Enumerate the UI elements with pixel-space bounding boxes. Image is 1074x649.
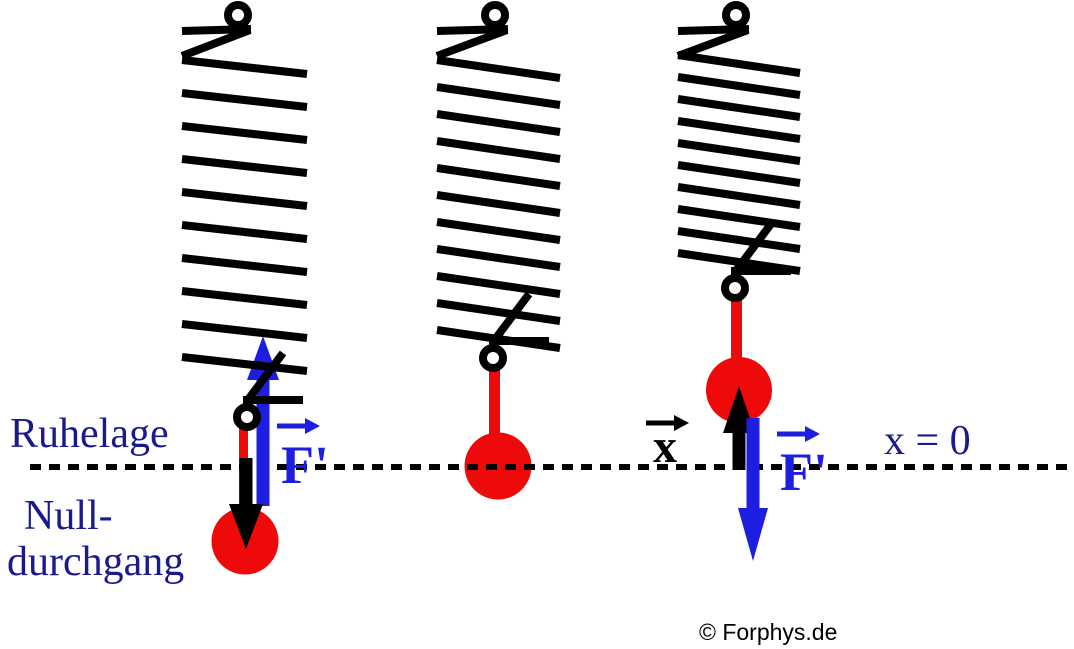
- middle-spring-coil: [436, 299, 561, 325]
- left-spring-coil: [181, 221, 308, 243]
- middle-spring-coil: [436, 272, 561, 298]
- left-spring-coil: [181, 320, 308, 342]
- middle-spring-coil: [436, 191, 561, 217]
- middle-spring-top-steep: [435, 26, 509, 60]
- left-spring-bottom-ring: [233, 403, 261, 431]
- right-spring-coil: [677, 95, 801, 121]
- right-force-down-arrow-head: [738, 508, 768, 561]
- left-spring-coil: [181, 188, 308, 210]
- x-vector-hat-head: [674, 415, 689, 431]
- middle-spring-top-ring: [481, 1, 509, 29]
- middle-mass-ball: [464, 432, 532, 500]
- label-f-prime-right: F': [780, 442, 828, 502]
- label-x-vector: x: [653, 420, 677, 473]
- left-spring-coil: [181, 89, 308, 111]
- left-spring-coil: [181, 122, 308, 144]
- middle-spring-coil: [436, 56, 561, 82]
- left-spring-coil: [181, 353, 308, 375]
- right-spring-top-ring: [722, 1, 750, 29]
- middle-spring-bottom-ring: [479, 344, 507, 372]
- right-spring-top-bar: [677, 25, 750, 35]
- right-spring-top-steep: [676, 26, 750, 60]
- force-arrows-layer: [229, 386, 820, 561]
- label-null-line1: Null-: [24, 493, 113, 539]
- left-spring: [180, 1, 308, 431]
- labels-layer: Ruhelage Null- durchgang F' F' x x = 0 ©…: [7, 411, 971, 645]
- left-spring-coil: [181, 155, 308, 177]
- label-null-line2: durchgang: [7, 539, 184, 585]
- left-spring-coil: [181, 254, 308, 276]
- left-spring-coil: [181, 287, 308, 309]
- copyright-text: © Forphys.de: [699, 619, 837, 645]
- left-spring-top-ring: [224, 1, 252, 29]
- middle-spring-coil: [436, 245, 561, 271]
- right-spring-coil: [677, 183, 801, 209]
- label-ruhelage: Ruhelage: [10, 411, 169, 457]
- label-x-equals-zero: x = 0: [884, 418, 971, 464]
- middle-spring-bottom-steep: [489, 291, 533, 345]
- middle-spring-top-bar: [436, 25, 509, 35]
- left-displacement-down-arrow-head: [229, 504, 263, 549]
- right-spring-coil: [677, 227, 801, 253]
- right-spring-bottom-steep: [731, 221, 775, 275]
- left-spring-coil: [181, 56, 308, 78]
- right-spring-bottom-ring: [721, 274, 749, 302]
- left-spring-top-bar: [181, 25, 252, 35]
- right-spring-coil: [677, 73, 801, 99]
- middle-spring-coil: [436, 110, 561, 136]
- right-spring-coil: [677, 117, 801, 143]
- right-spring: [676, 1, 801, 302]
- right-spring-coil: [677, 51, 801, 77]
- left-spring-bottom-steep: [243, 350, 287, 404]
- middle-spring-coil: [436, 83, 561, 109]
- right-spring-coil: [677, 139, 801, 165]
- label-f-prime-left: F': [281, 435, 329, 495]
- middle-spring-coil: [436, 137, 561, 163]
- right-spring-coil: [677, 205, 801, 231]
- middle-spring-coil: [436, 218, 561, 244]
- middle-spring: [435, 1, 561, 372]
- right-spring-coil: [677, 161, 801, 187]
- springs-layer: [180, 1, 801, 431]
- f-prime-vector-hat-right-head: [805, 426, 820, 442]
- left-spring-top-steep: [180, 26, 252, 60]
- f-prime-vector-hat-left-head: [305, 418, 320, 434]
- middle-spring-coil: [436, 164, 561, 190]
